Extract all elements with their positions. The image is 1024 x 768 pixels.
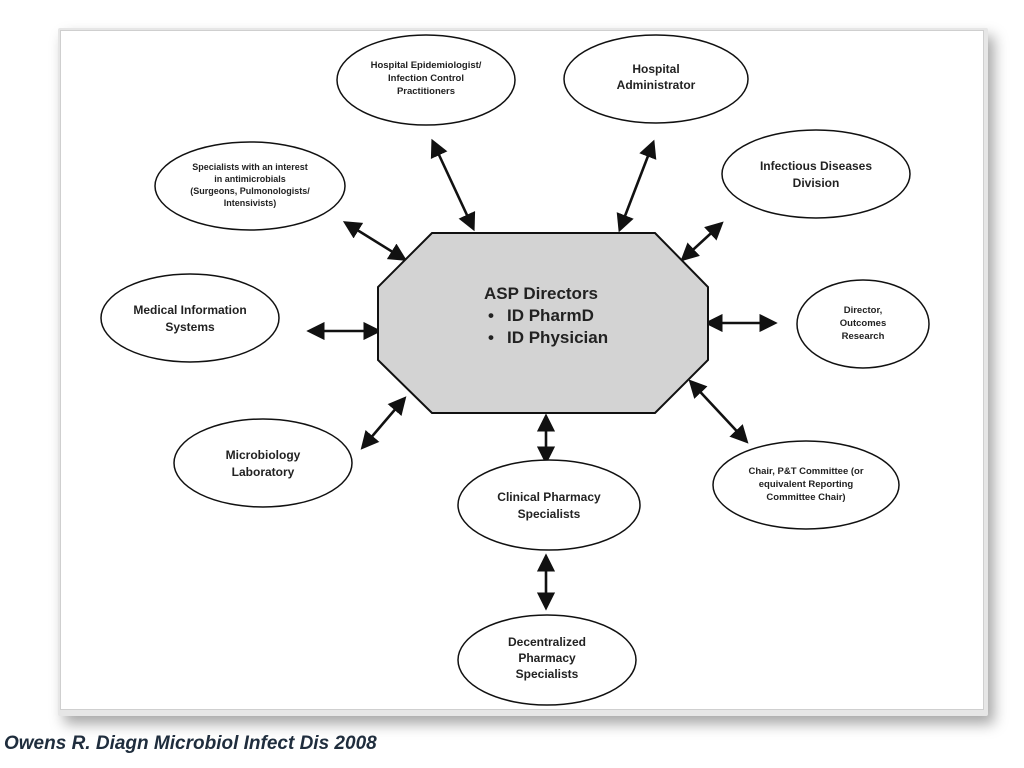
node-microbiology: Microbiology Laboratory — [173, 418, 353, 508]
node-clinical-pharmacy: Clinical Pharmacy Specialists — [457, 459, 641, 551]
svg-text:Specialists: Specialists — [518, 507, 581, 521]
node-administrator: Hospital Administrator — [563, 34, 749, 124]
node-medical-info: Medical Information Systems — [100, 273, 280, 363]
node-pt-committee: Chair, P&T Committee (or equivalent Repo… — [712, 440, 900, 530]
svg-text:Division: Division — [793, 176, 840, 190]
connector-arrows — [306, 138, 778, 611]
node-epidemiologist: Hospital Epidemiologist/ Infection Contr… — [336, 34, 516, 126]
center-title: ASP Directors — [484, 284, 598, 303]
center-node: ASP Directors • ID PharmD • ID Physician — [377, 232, 709, 414]
citation: Owens R. Diagn Microbiol Infect Dis 2008 — [4, 733, 377, 754]
center-bullet-pharmd: ID PharmD — [507, 306, 594, 325]
arrow-pt-committee — [688, 379, 749, 444]
node-outcomes: Director, Outcomes Research — [796, 279, 930, 369]
svg-text:Pharmacy: Pharmacy — [518, 651, 576, 665]
arrow-id-division — [680, 221, 724, 262]
center-bullet-physician: ID Physician — [507, 328, 608, 347]
arrow-epidemiologist — [430, 138, 476, 232]
svg-text:(Surgeons, Pulmonologists/: (Surgeons, Pulmonologists/ — [190, 186, 310, 196]
svg-text:Research: Research — [842, 331, 885, 342]
svg-text:in antimicrobials: in antimicrobials — [214, 174, 286, 184]
arrow-specialists — [342, 221, 408, 261]
svg-text:Hospital Epidemiologist/: Hospital Epidemiologist/ — [371, 60, 482, 71]
svg-text:Chair, P&T Committee (or: Chair, P&T Committee (or — [748, 466, 863, 477]
svg-text:Medical Information: Medical Information — [133, 303, 246, 317]
svg-text:Intensivists): Intensivists) — [224, 198, 277, 208]
svg-text:Administrator: Administrator — [617, 78, 696, 92]
svg-text:Microbiology: Microbiology — [226, 448, 301, 462]
svg-text:Practitioners: Practitioners — [397, 86, 455, 97]
arrow-administrator — [616, 139, 657, 233]
svg-text:Hospital: Hospital — [632, 62, 679, 76]
node-decentralized-pharmacy: Decentralized Pharmacy Specialists — [457, 614, 637, 706]
svg-text:Committee Chair): Committee Chair) — [766, 492, 845, 503]
center-octagon — [377, 232, 709, 414]
svg-text:Specialists: Specialists — [516, 667, 579, 681]
center-bullet-dot: • — [488, 328, 494, 347]
svg-text:Infectious Diseases: Infectious Diseases — [760, 159, 872, 173]
center-bullet-dot: • — [488, 306, 494, 325]
svg-text:Specialists with an interest: Specialists with an interest — [192, 162, 308, 172]
svg-text:Infection Control: Infection Control — [388, 73, 464, 84]
svg-text:Clinical Pharmacy: Clinical Pharmacy — [497, 490, 601, 504]
svg-text:Laboratory: Laboratory — [232, 465, 295, 479]
node-id-division: Infectious Diseases Division — [721, 129, 911, 219]
svg-text:Director,: Director, — [844, 305, 883, 316]
svg-text:Outcomes: Outcomes — [840, 318, 886, 329]
node-specialists: Specialists with an interest in antimicr… — [154, 141, 346, 231]
svg-text:equivalent Reporting: equivalent Reporting — [759, 479, 854, 490]
arrow-microbiology — [360, 396, 407, 450]
svg-text:Systems: Systems — [165, 320, 215, 334]
svg-text:Decentralized: Decentralized — [508, 635, 586, 649]
